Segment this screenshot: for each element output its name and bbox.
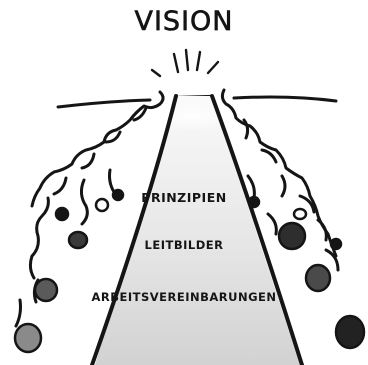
path-label-principles: PRINZIPIEN (141, 190, 227, 205)
right-stones (247, 195, 366, 350)
light-rays (150, 48, 220, 78)
path-label-working-agreements: ARBEITSVEREINBARUNGEN (91, 290, 277, 304)
path-label-mission-statements: LEITBILDER (144, 238, 224, 252)
left-stones (13, 188, 125, 354)
path-road (90, 94, 304, 365)
vision-title: VISION (134, 6, 234, 38)
